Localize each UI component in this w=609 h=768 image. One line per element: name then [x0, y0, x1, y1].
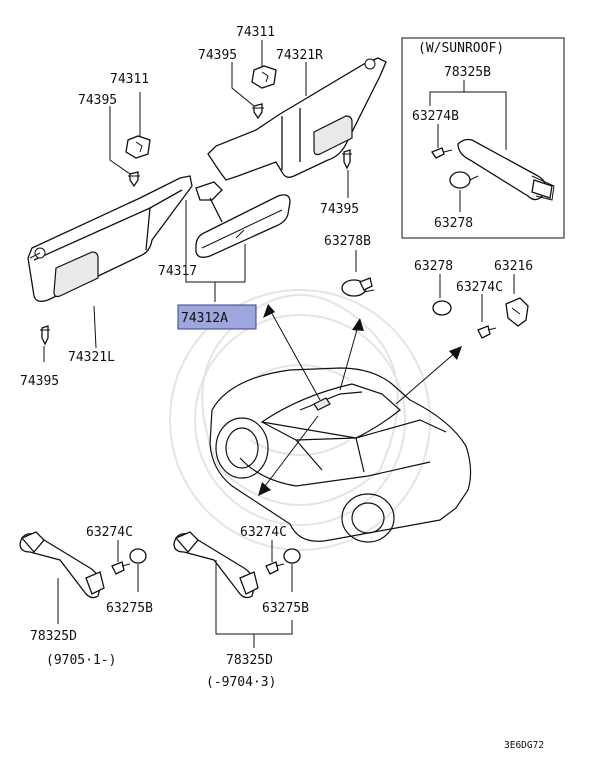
label-period-left: (9705·1-)	[46, 653, 116, 668]
label-74311-right: 74311	[236, 25, 275, 40]
assist-grip-left[interactable]	[19, 531, 105, 599]
label-sunroof-title: (W/SUNROOF)	[418, 41, 504, 56]
label-74311-left: 74311	[110, 72, 149, 87]
pointer-arrows	[258, 304, 462, 496]
label-74321L: 74321L	[68, 350, 115, 365]
screw-grip-left	[111, 561, 131, 575]
visor-clip-left	[125, 135, 151, 159]
car-illustration	[209, 367, 472, 543]
highlight-box	[177, 304, 257, 330]
label-78325B: 78325B	[444, 65, 491, 80]
label-63278B: 63278B	[324, 234, 371, 249]
visor-clip-right	[251, 65, 277, 89]
label-74395-right-lower: 74395	[320, 202, 359, 217]
label-74395-left-top: 74395	[78, 93, 117, 108]
label-74312A[interactable]: 74312A	[181, 311, 228, 326]
assist-grip-right[interactable]	[173, 531, 259, 599]
label-74395-left-bottom: 74395	[20, 374, 59, 389]
label-74395-right-top: 74395	[198, 48, 237, 63]
rear-view-mirror[interactable]	[195, 181, 291, 258]
screw-left-top	[128, 171, 140, 188]
label-74317: 74317	[158, 264, 197, 279]
cap-misc	[432, 300, 452, 316]
label-period-right: (-9704·3)	[206, 675, 276, 690]
sun-visor-left[interactable]	[27, 175, 193, 302]
label-78325D-right: 78325D	[226, 653, 273, 668]
label-63274C-right: 63274C	[240, 525, 287, 540]
screw-left-bottom	[40, 325, 50, 346]
screw-misc	[477, 325, 497, 339]
screw-right-top	[252, 103, 264, 120]
screw-grip-right	[265, 561, 285, 575]
cap-sunroof	[449, 171, 479, 189]
label-63216: 63216	[494, 259, 533, 274]
sunroof-box	[401, 37, 565, 239]
label-63274C-misc: 63274C	[456, 280, 503, 295]
lamp-part[interactable]	[341, 277, 375, 297]
label-63278-sunroof: 63278	[434, 216, 473, 231]
cap-grip-right	[283, 548, 301, 564]
watermark-emblem	[169, 289, 431, 551]
label-78325D-left: 78325D	[30, 629, 77, 644]
bracket-63216[interactable]	[505, 297, 529, 327]
screw-right-lower	[342, 149, 352, 170]
diagram-code: 3E6DG72	[504, 740, 544, 751]
screw-sunroof	[431, 147, 453, 159]
label-63274C-left: 63274C	[86, 525, 133, 540]
label-74321R: 74321R	[276, 48, 323, 63]
cap-grip-left	[129, 548, 147, 564]
assist-grip-sunroof[interactable]	[457, 138, 555, 201]
label-63274B: 63274B	[412, 109, 459, 124]
sun-visor-right[interactable]	[207, 57, 387, 181]
label-63278-misc: 63278	[414, 259, 453, 274]
label-63275B-right: 63275B	[262, 601, 309, 616]
label-63275B-left: 63275B	[106, 601, 153, 616]
